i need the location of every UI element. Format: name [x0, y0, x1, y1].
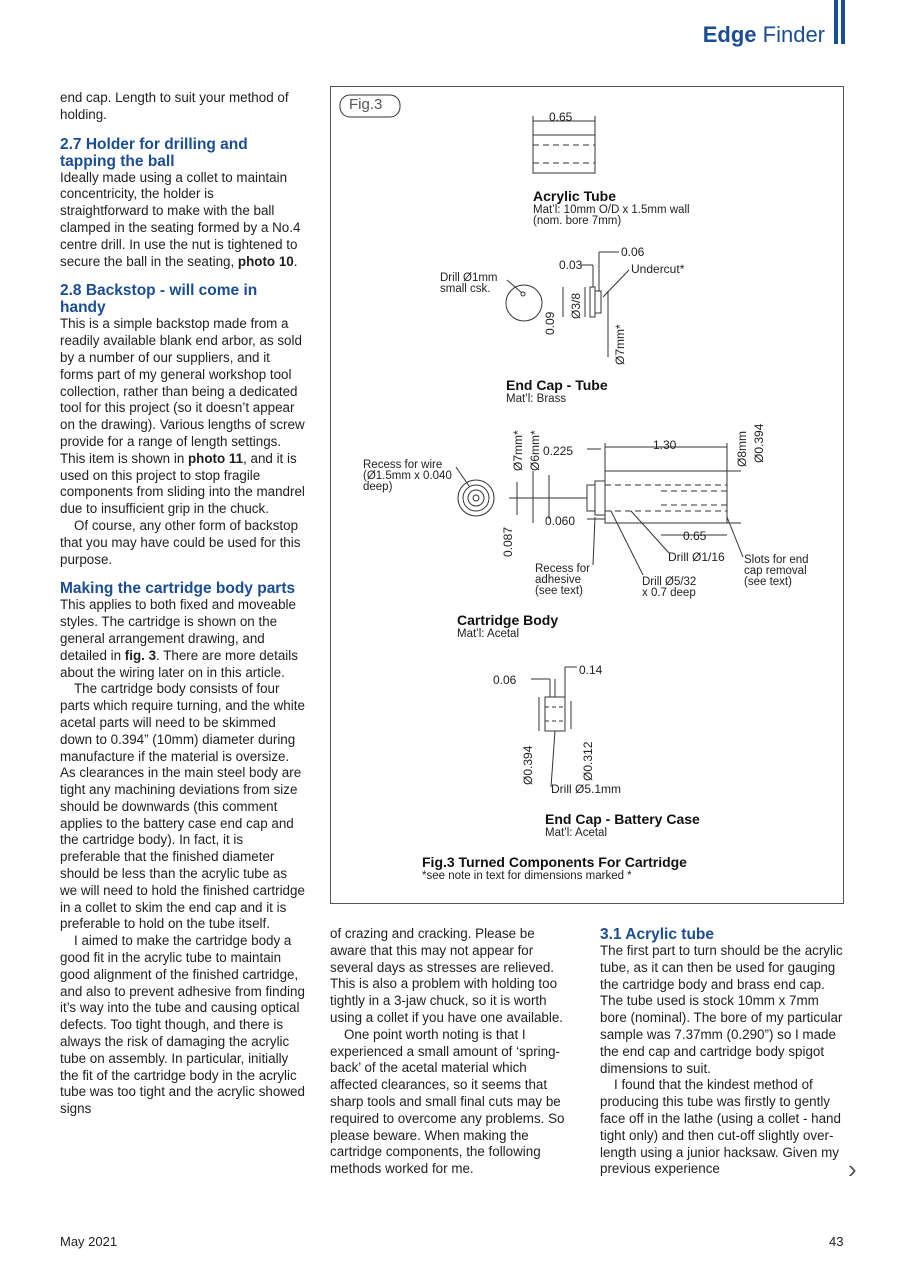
note-label: Undercut* [631, 262, 685, 276]
note-label: Drill Ø1/16 [668, 550, 725, 564]
paragraph: The cartridge body consists of four part… [60, 681, 305, 932]
paragraph: I found that the kindest method of produ… [600, 1077, 841, 1177]
dim-label-vertical: Ø7mm* [511, 430, 525, 471]
footer-date: May 2021 [60, 1234, 118, 1249]
note-label: Drill Ø1mm small csk. [440, 272, 498, 295]
acrylic-tube-shape [532, 134, 596, 174]
paragraph: end cap. Length to suit your method of h… [60, 90, 289, 122]
header-brand-light: Finder [762, 22, 825, 47]
paragraph: One point worth noting is that I experie… [330, 1026, 565, 1177]
dim-label-vertical: Ø0.312 [581, 741, 595, 781]
figure-note: *see note in text for dimensions marked … [422, 870, 632, 882]
column-3: 3.1 Acrylic tube The first part to turn … [600, 926, 844, 1178]
part-title: Acrylic Tube [533, 188, 616, 204]
dim-label: 0.65 [683, 529, 707, 543]
section-heading: 3.1 Acrylic tube [600, 926, 715, 943]
section-heading: Making the cartridge body parts [60, 580, 296, 598]
dim-label-vertical: Ø7mm* [613, 324, 627, 365]
dim-label: 0.65 [549, 110, 573, 124]
column-2: of crazing and cracking. Please be aware… [330, 926, 574, 1178]
cartridge-body-main [604, 470, 728, 524]
paragraph: of crazing and cracking. Please be aware… [330, 926, 564, 1025]
figure-caption: Fig.3 Turned Components For Cartridge [422, 854, 687, 870]
note-label: Slots for end cap removal (see text) [744, 554, 809, 588]
part-title: Cartridge Body [457, 612, 559, 628]
note-label: Recess for adhesive (see text) [535, 563, 590, 597]
section-heading: 2.7 Holder for drilling and tapping the … [60, 135, 248, 170]
material-label: Mat’l: Brass [506, 393, 567, 405]
paragraph: This is a simple backstop made from a re… [60, 316, 305, 517]
running-header: Edge Finder [703, 22, 825, 48]
cartridge-body-end-view [457, 479, 495, 517]
dim-label-vertical: Ø0.394 [752, 423, 766, 463]
note-label: Drill Ø5.1mm [551, 782, 622, 796]
end-cap-front-view [505, 284, 543, 322]
material-label: (nom. bore 7mm) [533, 215, 622, 227]
dim-label: 1.30 [653, 438, 677, 452]
header-bar [834, 0, 838, 44]
paragraph: Of course, any other form of backstop th… [60, 517, 301, 567]
paragraph: This applies to both fixed and moveable … [60, 597, 298, 680]
dim-label-vertical: Ø8mm [735, 431, 749, 467]
dim-label-vertical: 0.09 [543, 311, 557, 335]
dim-label-vertical: Ø6mm* [528, 430, 542, 471]
paragraph: The first part to turn should be the acr… [600, 943, 843, 1076]
material-label: Mat’l: Acetal [545, 827, 607, 839]
next-page-arrow-icon[interactable]: › [848, 1154, 857, 1184]
header-bar [841, 0, 845, 44]
fig-tag-box [339, 94, 401, 118]
material-label: Mat’l: 10mm O/D x 1.5mm wall [533, 204, 690, 216]
dim-label-vertical: Ø0.394 [521, 745, 535, 785]
paragraph: Ideally made using a collet to maintain … [60, 169, 301, 269]
part-title: End Cap - Tube [506, 377, 608, 393]
dim-label: 0.225 [543, 444, 574, 458]
end-cap-flange [589, 286, 596, 318]
dim-label: 0.14 [579, 663, 603, 677]
note-label: Recess for wire (Ø1.5mm x 0.040 deep) [363, 459, 452, 493]
battery-cap-shape [544, 696, 566, 732]
note-label: Drill Ø5/32 x 0.7 deep [642, 576, 697, 599]
figure-tag: Fig.3 [349, 96, 383, 113]
dim-label: 0.03 [559, 258, 583, 272]
dim-label: 0.06 [621, 245, 645, 259]
paragraph: I aimed to make the cartridge body a goo… [60, 933, 305, 1117]
figure-3: Fig.3 0.65 Acrylic Tube Mat’l: 10mm O/D … [330, 86, 844, 904]
dim-label-vertical: 0.087 [501, 526, 515, 557]
header-brand-bold: Edge [702, 22, 757, 47]
dim-label: 0.06 [493, 673, 517, 687]
dim-label-vertical: Ø3/8 [569, 292, 583, 319]
dim-label: 0.060 [545, 514, 576, 528]
section-heading: 2.8 Backstop - will come in handy [60, 282, 258, 317]
material-label: Mat’l: Acetal [457, 628, 519, 640]
cartridge-body-spigot [586, 484, 596, 512]
column-1: end cap. Length to suit your method of h… [60, 90, 306, 1118]
technical-drawing [339, 94, 744, 788]
page-number: 43 [829, 1234, 844, 1249]
part-title: End Cap - Battery Case [545, 811, 700, 827]
